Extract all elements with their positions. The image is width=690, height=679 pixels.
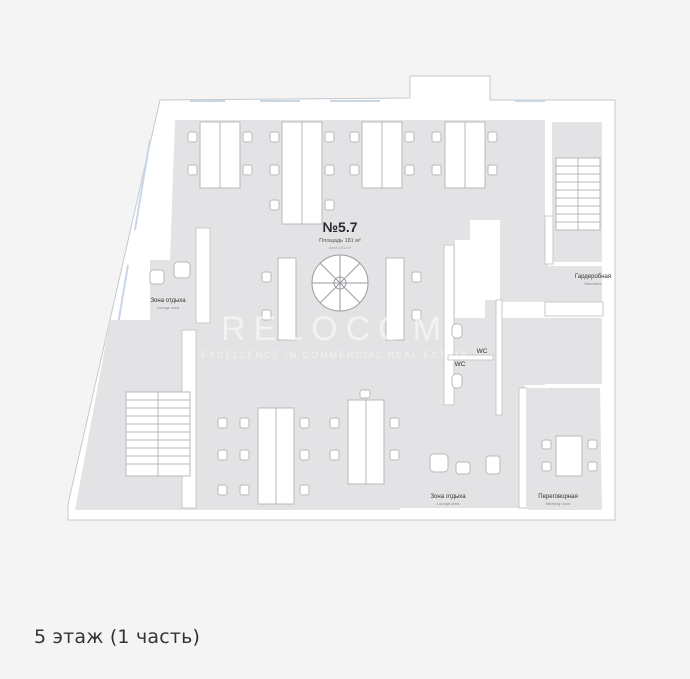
wc-fixtures [451,323,463,389]
wardrobe-sub: Wardrobe [584,281,602,286]
watermark-subtitle: EXCELLENCE IN COMMERCIAL REAL ESTATE [201,350,469,360]
meeting-label: Переговорная [538,494,577,500]
unit-area: Площадь 181 м² [319,238,361,244]
meeting-furniture [541,435,598,477]
lounge-bottom-sub: Lounge area [437,501,460,506]
wc-2-label: WC [455,361,466,368]
stairs-top-right [555,157,601,231]
lounge-left-furniture [149,261,191,285]
interior-walls [181,215,604,509]
lounge-left-label: Зона отдыха [150,298,186,304]
wardrobe-label: Гардеробная [575,274,611,280]
stairs-left [125,391,191,477]
chairs-top [187,131,498,211]
caption-bar [0,598,690,679]
watermark-title: RELOCOM [221,310,449,348]
unit-number: №5.7 [322,219,357,235]
desks-center [261,257,422,341]
wc-1-label: WC [477,348,488,355]
floor-label: 5 этаж (1 часть) [34,626,201,648]
floor-plan: №5.7 Площадь 181 м² Area 181 m² Зона отд… [67,75,616,521]
desks-bottom [257,399,385,505]
chairs-bottom [217,389,400,496]
unit-area-sub: Area 181 m² [329,245,352,250]
lounge-bottom-label: Зона отдыха [430,494,466,500]
desks-top [199,121,486,225]
meeting-sub: Meeting room [546,501,571,506]
spiral-staircase [311,254,369,312]
lounge-bottom-furniture [429,453,501,475]
lounge-left-sub: Lounge area [157,305,180,310]
